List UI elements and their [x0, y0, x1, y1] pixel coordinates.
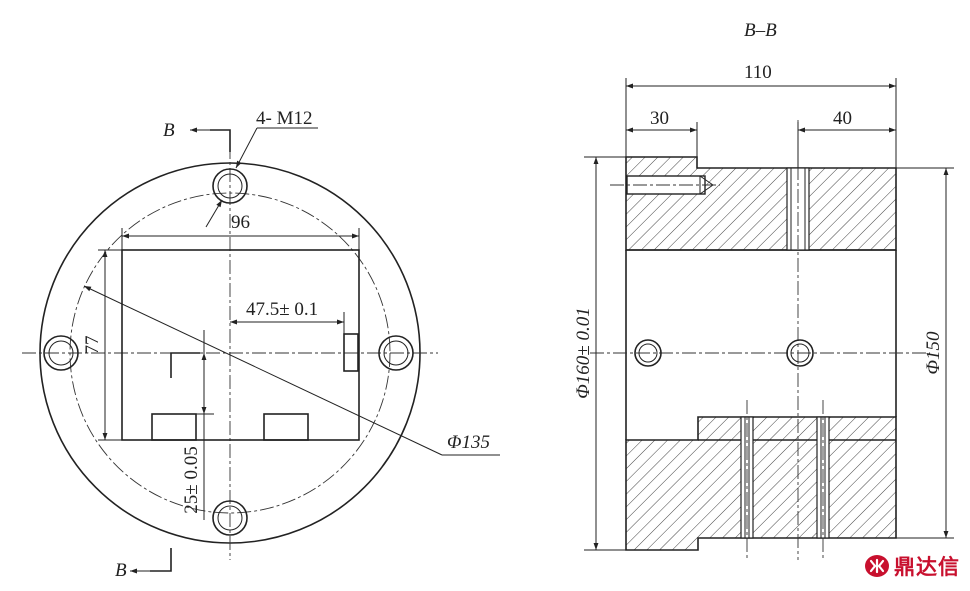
dim-pcd: Φ135: [447, 432, 490, 453]
bolt-hole-left: [43, 335, 79, 371]
dim-offset: 47.5± 0.1: [246, 299, 318, 320]
top-wall: [625, 156, 897, 251]
side-hole-left: [634, 339, 662, 367]
bolt-holes: [43, 168, 414, 536]
dim-height: 77: [82, 336, 103, 355]
dim-width: 96: [231, 212, 250, 233]
section-label-top: B: [163, 120, 175, 141]
section-marker-top: [210, 129, 231, 152]
section-title: B–B: [744, 20, 777, 41]
section-view: B–B: [573, 20, 954, 560]
tab-right: [343, 333, 359, 372]
section-marker-bottom: [150, 548, 172, 572]
section-label-bottom: B: [115, 560, 127, 581]
bracket-left: [170, 352, 200, 378]
dim-inner-dia: Φ150: [923, 331, 944, 374]
bolt-hole-right: [378, 335, 414, 371]
rectangular-pocket: [121, 249, 360, 441]
bolt-hole-top: [212, 168, 248, 204]
dim-left-step: 30: [650, 108, 669, 129]
bolt-hole-bottom: [212, 500, 248, 536]
dim-right-step: 40: [833, 108, 852, 129]
watermark-text: 鼎达信: [894, 555, 960, 579]
side-hole-center: [786, 339, 814, 367]
dim-vertical: 25± 0.05: [181, 446, 202, 513]
slot-right: [263, 413, 309, 441]
front-view: B B 4- M12 96 77 47.5± 0.1 25± 0.05 Φ135: [22, 108, 500, 581]
watermark-logo-icon: [865, 555, 889, 577]
holes-callout: 4- M12: [256, 108, 312, 129]
slot-left: [151, 413, 197, 441]
watermark: 鼎达信: [863, 551, 960, 581]
bottom-wall: [625, 416, 897, 551]
dim-outer-dia: Φ160± 0.01: [573, 307, 594, 398]
dim-total-width: 110: [744, 62, 772, 83]
